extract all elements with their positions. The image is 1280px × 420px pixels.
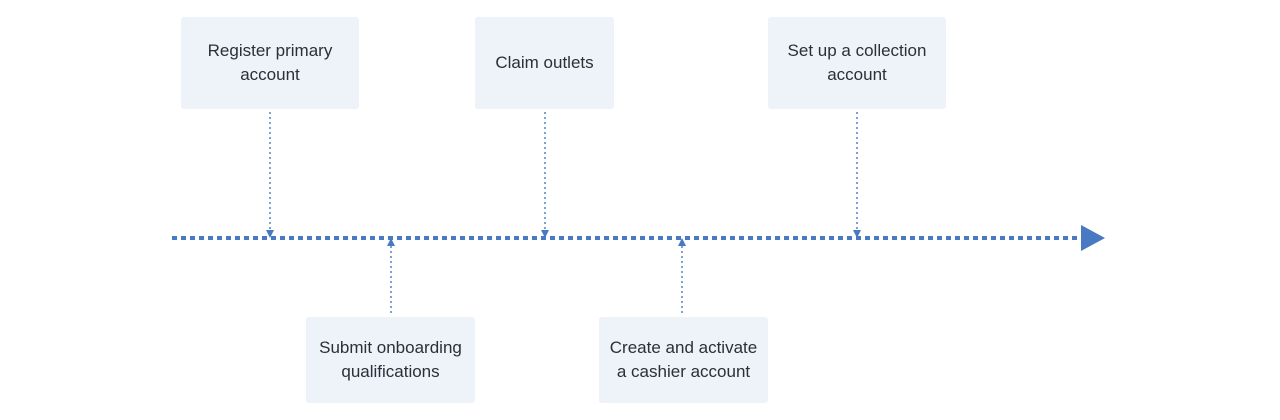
- step-box-create-activate-cashier-account: Create and activate a cashier account: [599, 317, 768, 403]
- step-label: Create and activate a cashier account: [609, 338, 758, 381]
- step-box-set-up-collection-account: Set up a collection account: [768, 17, 946, 109]
- step-box-submit-onboarding-qualifications: Submit onboarding qualifications: [306, 317, 475, 403]
- timeline-arrowhead: [1081, 225, 1105, 251]
- connector-arrow-step-2: [387, 238, 395, 246]
- connector-arrow-step-3: [541, 230, 549, 238]
- step-label: Submit onboarding qualifications: [319, 338, 462, 381]
- connector-arrow-step-1: [266, 230, 274, 238]
- step-box-register-primary-account: Register primary account: [181, 17, 359, 109]
- step-label: Claim outlets: [495, 53, 594, 72]
- connector-arrow-step-5: [853, 230, 861, 238]
- step-label: Set up a collection account: [787, 41, 927, 84]
- step-box-claim-outlets: Claim outlets: [475, 17, 614, 109]
- step-label: Register primary account: [207, 41, 333, 84]
- connector-arrow-step-4: [678, 238, 686, 246]
